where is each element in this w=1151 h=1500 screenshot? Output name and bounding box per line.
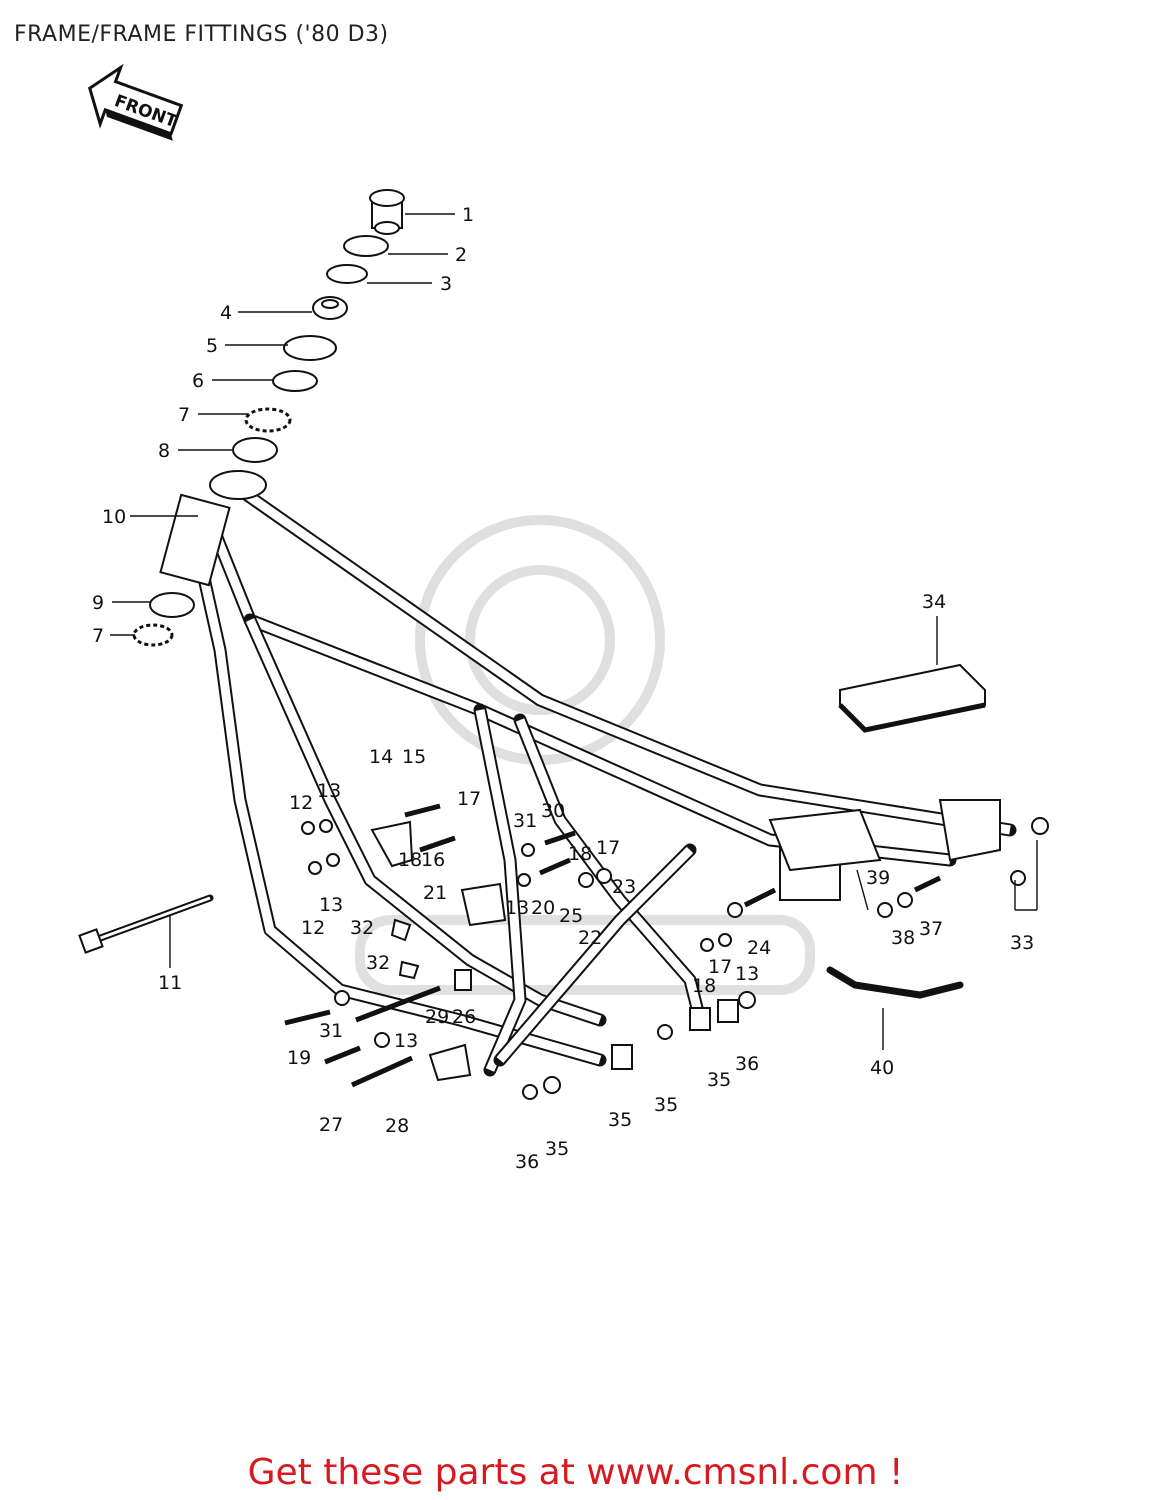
dust-seal-part-6 <box>272 370 318 392</box>
callout-32-a: 32 <box>350 917 374 939</box>
callout-27: 27 <box>319 1114 343 1136</box>
callout-20: 20 <box>531 897 555 919</box>
callout-18-c: 18 <box>692 975 716 997</box>
callout-12-a: 12 <box>289 792 313 814</box>
callout-37: 37 <box>919 918 943 940</box>
callout-3: 3 <box>440 273 452 295</box>
pad-part-34 <box>838 663 986 733</box>
steel-balls-part-7-lower <box>132 623 174 647</box>
bolt-part-11 <box>78 894 214 954</box>
callout-13-b: 13 <box>505 897 529 919</box>
callout-39: 39 <box>866 867 890 889</box>
callout-33: 33 <box>1010 932 1034 954</box>
callout-2: 2 <box>455 244 467 266</box>
washer-part-2 <box>343 235 389 257</box>
callout-35-a: 35 <box>707 1069 731 1091</box>
callout-1: 1 <box>462 204 474 226</box>
callout-6: 6 <box>192 370 204 392</box>
callout-23: 23 <box>612 876 636 898</box>
callout-7-upper: 7 <box>178 404 190 426</box>
callout-9: 9 <box>92 592 104 614</box>
callout-38: 38 <box>891 927 915 949</box>
callout-18-a: 18 <box>568 843 592 865</box>
callout-12-b: 12 <box>301 917 325 939</box>
race-part-9 <box>149 592 195 618</box>
callout-16: 16 <box>421 849 445 871</box>
part-40 <box>826 966 964 999</box>
frame-part-10 <box>159 470 1017 1077</box>
callout-13-d: 13 <box>735 963 759 985</box>
footer-promo-text: Get these parts at www.cmsnl.com ! <box>247 1452 904 1493</box>
callout-14: 14 <box>369 746 393 768</box>
leader-lines <box>110 213 1038 1050</box>
callout-40: 40 <box>870 1057 894 1079</box>
callout-19: 19 <box>287 1047 311 1069</box>
callout-15: 15 <box>402 746 426 768</box>
callout-17-c: 17 <box>708 956 732 978</box>
callout-29: 29 <box>425 1006 449 1028</box>
callout-7-lower: 7 <box>92 625 104 647</box>
callout-11: 11 <box>158 972 182 994</box>
callout-35-c: 35 <box>608 1109 632 1131</box>
bearing-race-part-5 <box>283 335 337 361</box>
callout-13-e: 13 <box>394 1030 418 1052</box>
callout-10: 10 <box>102 506 126 528</box>
callout-28: 28 <box>385 1115 409 1137</box>
callout-25: 25 <box>559 905 583 927</box>
race-part-8 <box>232 437 278 463</box>
callout-36-a: 36 <box>735 1053 759 1075</box>
callout-32-b: 32 <box>366 952 390 974</box>
callout-30: 30 <box>541 800 565 822</box>
stem-nut-part-1 <box>369 189 405 235</box>
page-title: FRAME/FRAME FITTINGS ('80 D3) <box>14 22 389 47</box>
callout-24: 24 <box>747 937 771 959</box>
steel-balls-part-7-upper <box>244 407 292 433</box>
callout-13-c: 13 <box>319 894 343 916</box>
washer-part-3 <box>326 264 368 284</box>
callout-21: 21 <box>423 882 447 904</box>
callout-36-b: 36 <box>515 1151 539 1173</box>
callout-13-a: 13 <box>317 780 341 802</box>
callout-18-b: 18 <box>398 849 422 871</box>
callout-31-b: 31 <box>319 1020 343 1042</box>
callout-22: 22 <box>578 927 602 949</box>
callout-26: 26 <box>452 1006 476 1028</box>
stem-locknut-part-4 <box>312 296 348 320</box>
callout-34: 34 <box>922 591 946 613</box>
callout-4: 4 <box>220 302 232 324</box>
steering-stem-parts <box>132 189 405 647</box>
callout-numbers: 1 2 3 4 5 6 7 8 10 9 7 34 14 15 13 12 17… <box>92 204 1034 1173</box>
callout-17-b: 17 <box>596 837 620 859</box>
callout-31-a: 31 <box>513 810 537 832</box>
callout-35-d: 35 <box>545 1138 569 1160</box>
fasteners <box>284 803 1049 1100</box>
callout-17-a: 17 <box>457 788 481 810</box>
callout-8: 8 <box>158 440 170 462</box>
callout-35-b: 35 <box>654 1094 678 1116</box>
callout-5: 5 <box>206 335 218 357</box>
front-arrow-icon: FRONT <box>87 63 184 141</box>
